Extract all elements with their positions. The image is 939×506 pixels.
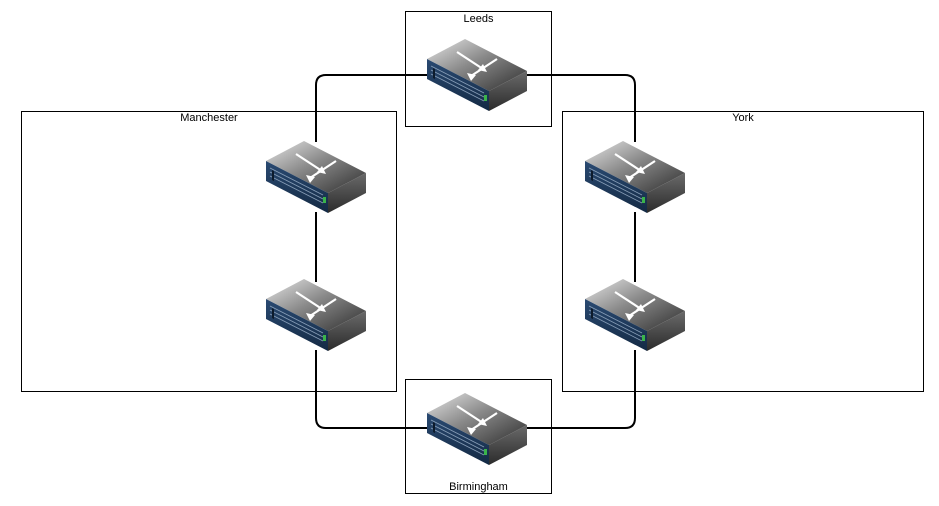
- link-manchester-birmingham: [315, 350, 430, 429]
- switch-manchester-top-icon: [266, 141, 366, 213]
- site-box-york: [562, 111, 924, 392]
- link-leeds-manchester: [315, 74, 430, 142]
- link-york-birmingham: [526, 350, 636, 429]
- site-label-york: York: [732, 112, 754, 124]
- ring-connectors: [315, 74, 636, 429]
- switch-leeds-icon: [427, 39, 527, 111]
- site-box-birmingham: [405, 379, 552, 494]
- site-label-manchester: Manchester: [180, 112, 238, 124]
- site-box-manchester: [21, 111, 397, 392]
- link-leeds-york: [526, 74, 636, 142]
- site-box-leeds: [405, 11, 552, 127]
- switch-york-bottom-icon: [585, 279, 685, 351]
- site-label-leeds: Leeds: [463, 13, 494, 25]
- switch-manchester-bottom-icon: [266, 279, 366, 351]
- switch-york-top-icon: [585, 141, 685, 213]
- site-label-birmingham: Birmingham: [449, 481, 508, 493]
- switch-birmingham-icon: [427, 393, 527, 465]
